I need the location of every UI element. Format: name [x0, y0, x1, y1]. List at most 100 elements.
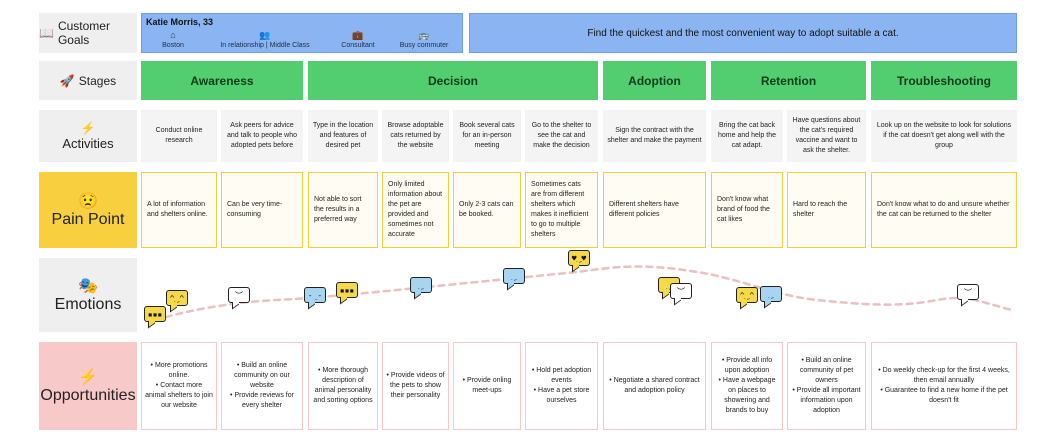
activity-card: Type in the location and features of des…	[308, 110, 378, 162]
emotion-face: ▪▪▪	[336, 282, 358, 298]
customer-goals-text: Customer Goals	[57, 19, 110, 47]
emotion-face: ▪▪▪	[144, 306, 166, 322]
goal-banner: Find the quickest and the most convenien…	[469, 13, 1017, 53]
emotion-face: ‿	[760, 286, 782, 302]
relationship-text: In relationship | Middle Class	[220, 42, 310, 49]
location-text: Boston	[162, 42, 184, 49]
pain-point-card: Only 2-3 cats can be booked.	[453, 172, 521, 248]
activities-label: ⚡ Activities	[39, 110, 137, 162]
opportunity-card: More promotions online. Contact more ani…	[141, 342, 217, 430]
opportunity-item: Provide all important information upon a…	[791, 386, 862, 416]
opportunity-list: More promotions online. Contact more ani…	[145, 361, 213, 411]
stages-text: Stages	[78, 73, 117, 88]
opportunity-item: Build an online community of pet owners	[791, 356, 862, 386]
masks-icon: 🎭	[78, 278, 98, 295]
opportunity-list: Provide all info upon adoption Have a we…	[715, 356, 779, 416]
opportunity-item: Have a webpage on places to showering an…	[715, 376, 779, 416]
occupation-attribute: 💼 Consultant	[332, 28, 384, 49]
pain-point-card: Different shelters have different polici…	[603, 172, 706, 248]
emotions-text: Emotions	[54, 296, 122, 313]
opportunity-item: Guarantee to find a new home if the pet …	[875, 386, 1013, 406]
opportunity-item: More thorough description of animal pers…	[312, 366, 374, 406]
activity-card: Sign the contract with the shelter and m…	[603, 110, 706, 162]
pain-point-card: Can be very time-consuming	[221, 172, 303, 248]
commute-attribute: 🚌 Busy commuter	[392, 28, 456, 49]
location-attribute: ⌂ Boston	[150, 28, 196, 49]
opportunity-card: Hold pet adoption events Have a pet stor…	[525, 342, 598, 430]
bus-icon: 🚌	[418, 30, 430, 40]
pain-point-card: Don't know what brand of food the cat li…	[711, 172, 783, 248]
pain-point-card: Only limited information about the pet a…	[382, 172, 449, 248]
emotion-face: ^‿^	[736, 287, 758, 303]
opportunity-list: More thorough description of animal pers…	[312, 366, 374, 406]
activities-text: Activities	[62, 135, 114, 151]
opportunity-card: Negotiate a shared contract and adoption…	[603, 342, 706, 430]
opportunity-item: Provide onling meet-ups	[457, 376, 517, 396]
stage-decision: Decision	[308, 61, 598, 100]
opportunity-item: Have a pet store ourselves	[529, 386, 594, 406]
pain-point-label: 😟 Pain Point	[39, 172, 137, 248]
lightning-icon: ⚡	[78, 369, 98, 386]
pain-point-card: Sometimes cats are from different shelte…	[525, 172, 598, 248]
activity-card: Have questions about the cat's required …	[787, 110, 866, 162]
emotion-face: ︶	[670, 283, 692, 299]
opportunity-item: Do weekly check-up for the first 4 weeks…	[875, 366, 1013, 386]
home-icon: ⌂	[170, 30, 176, 40]
opportunity-card: More thorough description of animal pers…	[308, 342, 378, 430]
opportunity-list: Do weekly check-up for the first 4 weeks…	[875, 366, 1013, 406]
stage-retention: Retention	[711, 61, 866, 100]
emotion-face: ︶	[957, 284, 979, 300]
opportunities-text: Opportunities	[40, 387, 136, 404]
opportunity-item: Provide all info upon adoption	[715, 356, 779, 376]
opportunity-card: Provide all info upon adoption Have a we…	[711, 342, 783, 430]
pain-point-text: Pain Point	[51, 211, 125, 228]
opportunity-item: Contact more animal shelters to join our…	[145, 381, 213, 411]
activity-card: Look up on the website to look for solut…	[871, 110, 1017, 162]
activity-card: Ask peers for advice and talk to people …	[221, 110, 303, 162]
opportunity-list: Build an online community of pet owners …	[791, 356, 862, 416]
persona-name: Katie Morris, 33	[146, 17, 214, 27]
opportunity-list: Hold pet adoption events Have a pet stor…	[529, 366, 594, 406]
emotion-face: ♥‿♥	[568, 250, 590, 266]
opportunity-item: Hold pet adoption events	[529, 366, 594, 386]
goal-text: Find the quickest and the most convenien…	[587, 27, 899, 39]
pain-point-card: Hard to reach the shelter	[787, 172, 866, 248]
opportunity-item: More promotions online.	[145, 361, 213, 381]
emotion-face: -_-	[304, 287, 326, 303]
pain-point-card: Don't know what to do and unsure whether…	[871, 172, 1017, 248]
stage-awareness: Awareness	[141, 61, 303, 100]
opportunity-item: Provide videos of the pets to show their…	[386, 371, 445, 401]
emotion-face: ^‿^	[166, 290, 188, 306]
briefcase-icon: 💼	[352, 30, 364, 40]
pain-point-card: Not able to sort the results in a prefer…	[308, 172, 378, 248]
emotion-curve	[153, 265, 1014, 322]
emotion-face: ︶	[228, 287, 250, 303]
opportunity-card: Build an online community of pet owners …	[787, 342, 866, 430]
lightning-icon: ⚡	[80, 120, 96, 135]
occupation-text: Consultant	[341, 42, 375, 49]
activity-card: Conduct online research	[141, 110, 217, 162]
opportunity-item: Provide reviews for every shelter	[225, 391, 299, 411]
activity-card: Book several cats for an in-person meeti…	[453, 110, 521, 162]
stage-adoption: Adoption	[603, 61, 706, 100]
stage-troubleshooting: Troubleshooting	[871, 61, 1017, 100]
opportunity-card: Provide videos of the pets to show their…	[382, 342, 449, 430]
book-icon: 📖	[39, 26, 54, 40]
relationship-attribute: 👥 In relationship | Middle Class	[210, 28, 320, 49]
pain-point-card: A lot of information and shelters online…	[141, 172, 217, 248]
opportunity-card: Provide onling meet-ups	[453, 342, 521, 430]
emotion-face: ‿	[410, 277, 432, 293]
opportunity-item: Build an online community on our website	[225, 361, 299, 391]
emotions-label: 🎭 Emotions	[39, 258, 137, 332]
persona-card: Katie Morris, 33 ⌂ Boston 👥 In relations…	[141, 13, 463, 53]
opportunities-label: ⚡ Opportunities	[39, 342, 137, 430]
opportunity-list: Negotiate a shared contract and adoption…	[607, 376, 702, 396]
opportunity-item: Negotiate a shared contract and adoption…	[607, 376, 702, 396]
commute-text: Busy commuter	[399, 42, 449, 49]
worried-face-icon: 😟	[78, 193, 98, 210]
activity-card: Go to the shelter to see the cat and mak…	[525, 110, 598, 162]
opportunity-card: Build an online community on our website…	[221, 342, 303, 430]
customer-goals-label: 📖 Customer Goals	[39, 13, 137, 53]
emotion-face: ‿	[503, 268, 525, 284]
opportunity-card: Do weekly check-up for the first 4 weeks…	[871, 342, 1017, 430]
